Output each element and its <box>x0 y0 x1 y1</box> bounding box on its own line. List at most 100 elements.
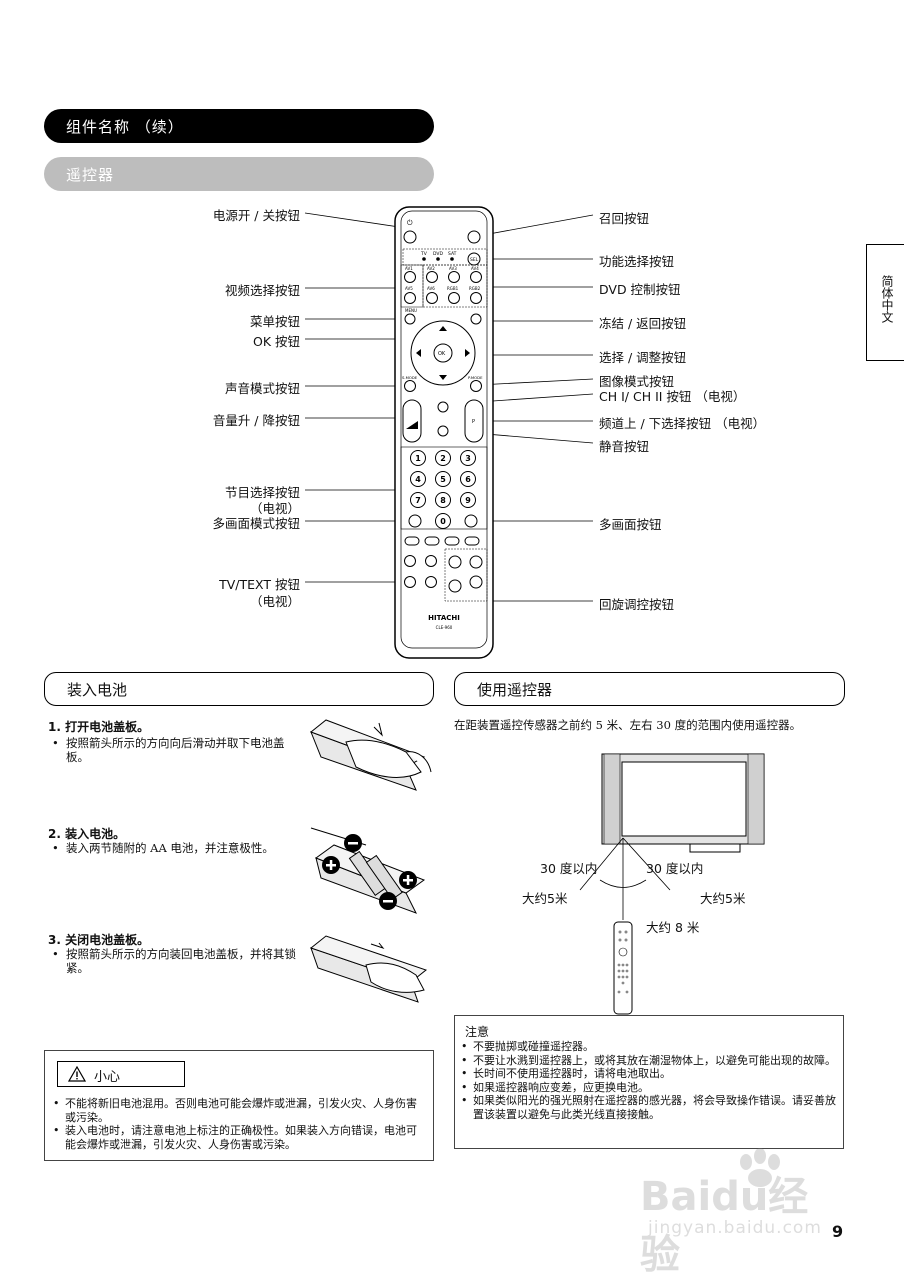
step-3-text: 按照箭头所示的方向装回电池盖板，并将其锁紧。 <box>66 947 296 975</box>
step-1-title: 1. 打开电池盖板。 <box>48 720 150 734</box>
subsection-header-bar: 遥控器 <box>44 157 434 191</box>
angle-right-label: 30 度以内 <box>646 861 704 876</box>
usage-description: 在距装置遥控传感器之前约 5 米、左右 30 度的范围内使用遥控器。 <box>454 718 802 732</box>
svg-text:DVD: DVD <box>433 251 443 257</box>
svg-text:7: 7 <box>415 496 421 505</box>
label-volume-button: 音量升 / 降按钮 <box>212 413 300 428</box>
watermark-url: jingyan.baidu.com <box>648 1218 822 1238</box>
usage-section-header: 使用遥控器 <box>454 672 845 706</box>
step-1-text: 按照箭头所示的方向向后滑动并取下电池盖板。 <box>66 736 285 764</box>
label-multi-picture-mode-button: 多画面模式按钮 <box>212 516 300 531</box>
svg-text:8: 8 <box>440 496 446 505</box>
battery-cover-open-illustration <box>309 719 432 791</box>
svg-text:3: 3 <box>465 454 471 463</box>
angle-left-label: 30 度以内 <box>540 861 598 876</box>
label-recall-button: 召回按钮 <box>599 211 650 226</box>
step-1-body: •按照箭头所示的方向向后滑动并取下电池盖板。 <box>52 736 285 764</box>
label-picture-mode-button: 图像模式按钮 <box>599 374 675 389</box>
svg-text:2: 2 <box>440 454 446 463</box>
subsection-title: 遥控器 <box>66 166 115 184</box>
label-menu-button: 菜单按钮 <box>249 314 300 329</box>
svg-text:1: 1 <box>415 454 421 463</box>
svg-text:AV3: AV3 <box>449 266 457 271</box>
usage-range-diagram <box>579 753 765 1015</box>
page-number: 9 <box>832 1222 844 1241</box>
svg-text:SEL: SEL <box>470 257 479 263</box>
label-dvd-control-button: DVD 控制按钮 <box>599 282 681 297</box>
watermark-brand: Baidu经验 <box>640 1174 809 1278</box>
svg-text:AV5: AV5 <box>405 286 413 291</box>
battery-insert-illustration <box>310 827 426 914</box>
svg-text:P.MODE: P.MODE <box>468 375 483 380</box>
warning-icon <box>68 1066 86 1082</box>
notes-item: 如果遥控器响应变差，应更换电池。 <box>459 1081 839 1095</box>
distance-right-label: 大约5米 <box>700 891 746 906</box>
label-video-select-button: 视频选择按钮 <box>224 283 300 298</box>
svg-text:AV6: AV6 <box>427 286 435 291</box>
svg-text:HITACHI: HITACHI <box>428 614 460 622</box>
notes-item: 不要让水溅到遥控器上，或将其放在潮湿物体上，以避免可能出现的故障。 <box>459 1054 839 1068</box>
caution-list: 不能将新旧电池混用。否则电池可能会爆炸或泄漏，引发火灾、人身伤害或污染。 装入电… <box>51 1097 427 1151</box>
svg-text:S.MODE: S.MODE <box>402 375 418 380</box>
svg-text:6: 6 <box>465 475 471 484</box>
svg-text:CLE-960: CLE-960 <box>436 625 453 630</box>
svg-text:AV2: AV2 <box>427 266 435 271</box>
label-power-button: 电源开 / 关按钮 <box>212 208 300 223</box>
section-header-bar: 组件名称 （续） <box>44 109 434 143</box>
svg-text:TV: TV <box>420 251 428 257</box>
battery-section-header: 装入电池 <box>44 672 434 706</box>
svg-text:SAT: SAT <box>448 251 457 257</box>
distance-left-label: 大约5米 <box>522 891 568 906</box>
svg-text:0: 0 <box>440 517 446 526</box>
usage-heading: 使用遥控器 <box>477 681 553 699</box>
step-2-title: 2. 装入电池。 <box>48 827 126 841</box>
svg-text:5: 5 <box>440 475 446 484</box>
label-freeze-return-button: 冻结 / 返回按钮 <box>599 316 687 331</box>
label-ok-button: OK 按钮 <box>252 334 300 349</box>
svg-text:RGB2: RGB2 <box>469 286 481 291</box>
step-2-text: 装入两节随附的 AA 电池，并注意极性。 <box>66 841 274 855</box>
label-sound-mode-button: 声音模式按钮 <box>224 381 300 396</box>
distance-center-label: 大约 8 米 <box>646 920 700 935</box>
label-mute-button: 静音按钮 <box>599 439 650 454</box>
step-3-title: 3. 关闭电池盖板。 <box>48 933 150 947</box>
label-jog-control-button: 回旋调控按钮 <box>599 597 675 612</box>
remote-control: ⏻ TV DVD SAT SEL AV1 AV2 AV3 AV4 AV5 AV6… <box>394 206 494 659</box>
notes-item: 不要抛掷或碰撞遥控器。 <box>459 1040 839 1054</box>
baidu-watermark: Baidu经验 jingyan.baidu.com <box>640 1148 845 1278</box>
svg-text:4: 4 <box>415 475 421 484</box>
label-ch-button: CH I/ CH II 按钮 （电视） <box>599 389 746 404</box>
svg-text:OK: OK <box>438 351 446 357</box>
notes-item: 如果类似阳光的强光照射在遥控器的感光器，将会导致操作错误。请妥善放置该装置以避免… <box>459 1094 839 1121</box>
label-program-select-tv: （电视） <box>249 501 300 516</box>
caution-box: 小心 不能将新旧电池混用。否则电池可能会爆炸或泄漏，引发火灾、人身伤害或污染。 … <box>44 1050 434 1161</box>
caution-item: 装入电池时，请注意电池上标注的正确极性。如果装入方向错误，电池可能会爆炸或泄漏，… <box>51 1124 427 1151</box>
svg-text:AV4: AV4 <box>471 266 479 271</box>
label-tv-text-button: TV/TEXT 按钮 <box>219 577 300 592</box>
svg-text:9: 9 <box>465 496 471 505</box>
label-tv-text-tv: （电视） <box>249 594 300 609</box>
svg-text:AV1: AV1 <box>405 266 413 271</box>
svg-text:MENU: MENU <box>405 308 417 313</box>
notes-title: 注意 <box>465 1025 490 1039</box>
battery-heading: 装入电池 <box>67 681 128 699</box>
caution-title-box: 小心 <box>57 1061 185 1087</box>
svg-text:P: P <box>472 419 475 425</box>
notes-box: 注意 不要抛掷或碰撞遥控器。 不要让水溅到遥控器上，或将其放在潮湿物体上，以避免… <box>454 1015 844 1149</box>
label-channel-up-down-button: 频道上 / 下选择按钮 （电视） <box>599 416 766 431</box>
caution-title: 小心 <box>94 1070 121 1085</box>
language-tab-label: 简体中文 <box>880 275 894 323</box>
notes-item: 长时间不使用遥控器时，请将电池取出。 <box>459 1067 839 1081</box>
paw-icon <box>740 1148 780 1187</box>
caution-item: 不能将新旧电池混用。否则电池可能会爆炸或泄漏，引发火灾、人身伤害或污染。 <box>51 1097 427 1124</box>
step-3-body: •按照箭头所示的方向装回电池盖板，并将其锁紧。 <box>52 947 296 975</box>
step-2-body: •装入两节随附的 AA 电池，并注意极性。 <box>52 841 274 855</box>
label-multi-picture-button: 多画面按钮 <box>599 517 662 532</box>
label-function-select-button: 功能选择按钮 <box>599 254 675 269</box>
battery-cover-close-illustration <box>309 935 428 1003</box>
svg-text:⏻: ⏻ <box>407 219 413 227</box>
svg-text:RGB1: RGB1 <box>447 286 459 291</box>
section-title: 组件名称 （续） <box>66 118 184 136</box>
label-program-select-button: 节目选择按钮 <box>224 485 300 500</box>
language-tab: 简体中文 <box>866 244 904 361</box>
